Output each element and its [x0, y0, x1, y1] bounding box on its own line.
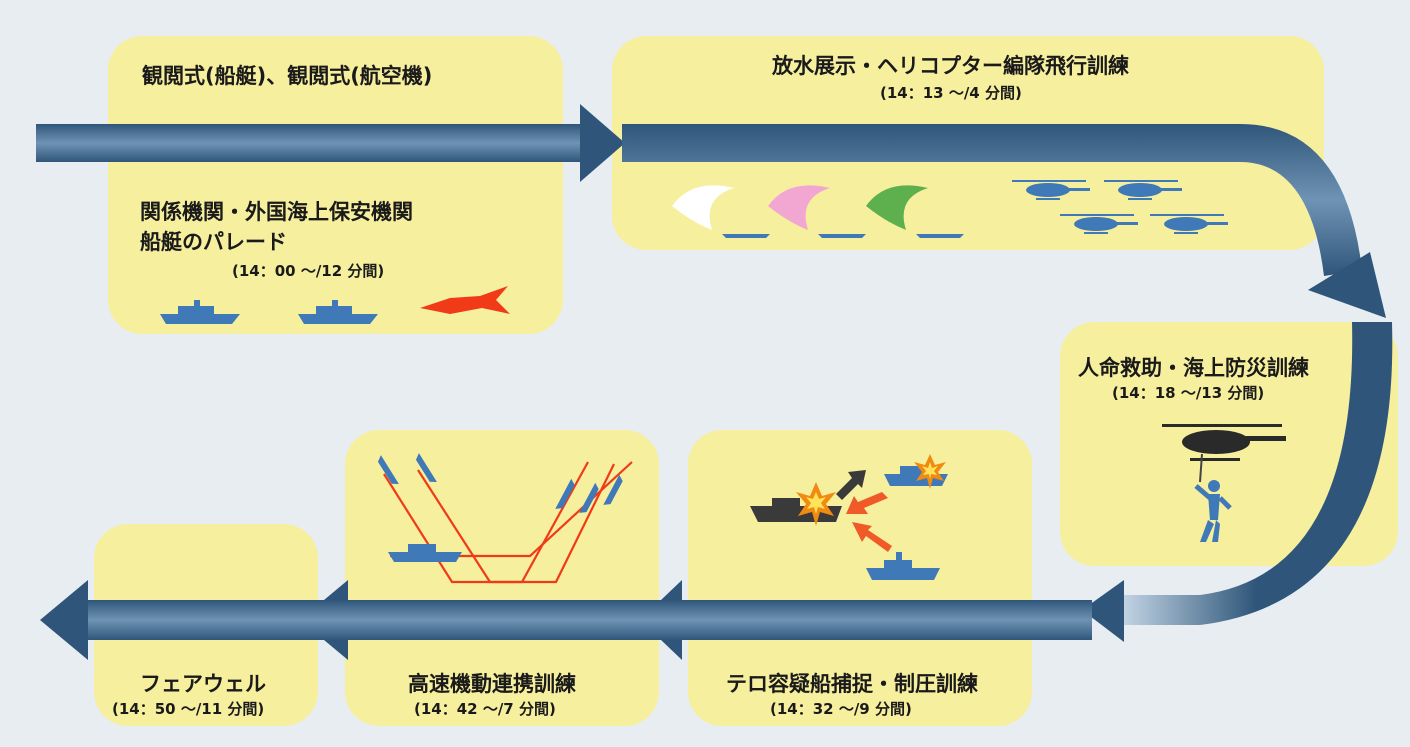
- maneuver-lines: [383, 461, 633, 584]
- ship-icon: [298, 300, 378, 324]
- ship-icon: [377, 455, 399, 485]
- helicopter-icon: [1104, 180, 1182, 200]
- terror-time: (14：32 ～/9 分間): [770, 700, 912, 718]
- parade-time: (14：00 ～/12 分間): [232, 262, 385, 280]
- rescue-person-icon: [1194, 480, 1232, 542]
- flow-arrow-4: [640, 580, 1092, 660]
- parade-title-line2: 船艇のパレード: [140, 230, 287, 254]
- ship-icon: [603, 474, 623, 505]
- rescue-title: 人命救助・海上防災訓練: [1078, 356, 1309, 380]
- highspeed-time: (14：42 ～/7 分間): [414, 700, 556, 718]
- ship-icon: [866, 552, 940, 580]
- ship-icon: [160, 300, 240, 324]
- water-spray-icon: [768, 185, 866, 238]
- highspeed-title: 高速機動連携訓練: [408, 672, 576, 696]
- explosion-icon: [914, 454, 946, 489]
- farewell-time: (14：50 ～/11 分間): [112, 700, 265, 718]
- helicopter-icon: [1060, 214, 1138, 234]
- rescue-time: (14：18 ～/13 分間): [1112, 384, 1265, 402]
- parade-title-line1: 関係機関・外国海上保安機関: [140, 200, 413, 224]
- flow-arrow-2: [622, 124, 1386, 318]
- jet-plane-icon: [420, 286, 510, 314]
- terror-title: テロ容疑船捕捉・制圧訓練: [726, 672, 978, 696]
- arrow-icon: [836, 470, 892, 552]
- ship-icon: [388, 544, 462, 562]
- farewell-title: フェアウェル: [140, 672, 266, 696]
- flow-arrow-5: [300, 580, 683, 660]
- helicopter-icon: [1150, 214, 1228, 234]
- water-spray-icon: [866, 185, 964, 238]
- flow-arrow-1: [36, 104, 625, 182]
- ship-icon: [579, 482, 599, 513]
- water-time: (14：13 ～/4 分間): [880, 84, 1022, 102]
- flow-arrow-3: [1082, 322, 1393, 642]
- helicopter-icon: [1012, 180, 1090, 200]
- flow-arrow-6: [40, 580, 350, 660]
- ship-icon: [555, 478, 575, 509]
- helicopter-icon: [1162, 424, 1286, 483]
- water-title: 放水展示・ヘリコプター編隊飛行訓練: [772, 54, 1129, 78]
- ship-icon: [415, 453, 437, 483]
- panel-review-parade: [108, 36, 563, 334]
- review-title: 観閲式(船艇)、観閲式(航空機): [142, 64, 433, 88]
- explosion-icon: [796, 482, 836, 526]
- water-spray-icon: [672, 185, 770, 238]
